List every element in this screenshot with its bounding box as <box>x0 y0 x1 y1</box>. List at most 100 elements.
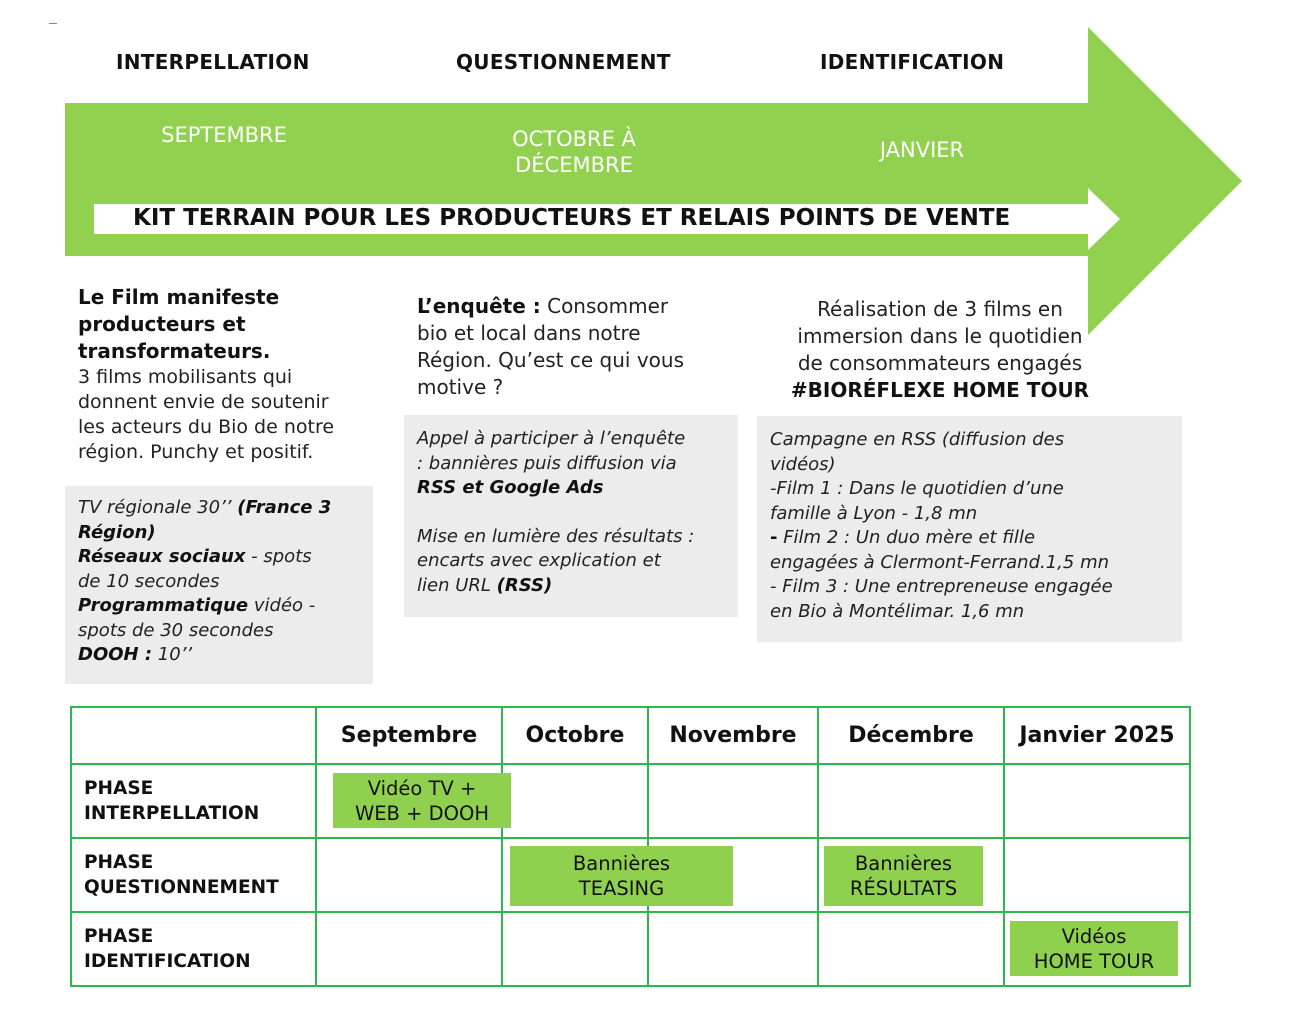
table-row: PHASE INTERPELLATION <box>70 763 1191 839</box>
body-line-2: bio et local dans notre <box>417 321 641 345</box>
column-3-text: Réalisation de 3 films en immersion dans… <box>760 296 1120 404</box>
table-cell <box>1003 837 1191 913</box>
grey-text: famille à Lyon - 1,8 mn <box>770 502 978 524</box>
item-line: Bannières <box>854 852 953 875</box>
grey-bold: Région) <box>78 521 156 543</box>
corner-mark <box>49 23 57 24</box>
grey-text: Mise en lumière des résultats : <box>417 525 695 547</box>
kit-terrain-label: KIT TERRAIN POUR LES PRODUCTEURS ET RELA… <box>133 205 1011 231</box>
kit-inner-arrow <box>94 188 1120 250</box>
body-line-3: de consommateurs engagés <box>797 351 1083 375</box>
grey-text: 10’’ <box>152 644 193 665</box>
phase-title-interpellation: INTERPELLATION <box>116 50 310 74</box>
month-line: OCTOBRE À <box>512 127 636 151</box>
month-octobre-decembre: OCTOBRE À DÉCEMBRE <box>474 126 674 178</box>
grey-bold: Réseaux sociaux <box>78 546 246 567</box>
table-cell <box>501 763 649 839</box>
grey-text: de 10 secondes <box>78 570 220 592</box>
heading-line-2: producteurs et <box>78 312 246 336</box>
body-line-1: Consommer <box>540 294 669 318</box>
row-label-identification: PHASE IDENTIFICATION <box>70 911 317 987</box>
month-header: Octobre <box>501 706 649 765</box>
body-line-3: les acteurs du Bio de notre <box>78 416 335 438</box>
body-line-1: Réalisation de 3 films en <box>817 297 1063 321</box>
enquete-heading: L’enquête : <box>417 294 541 318</box>
grey-text: spots de 30 secondes <box>78 619 274 641</box>
item-line: Vidéo TV + <box>367 776 477 800</box>
month-septembre: SEPTEMBRE <box>161 123 287 147</box>
grey-bold: - <box>770 527 778 548</box>
grey-text: -Film 1 : Dans le quotidien d’une <box>770 478 1064 499</box>
grey-text: - spots <box>245 546 312 567</box>
grey-text: lien URL <box>417 574 497 596</box>
body-line-1: 3 films mobilisants qui <box>78 366 293 388</box>
grey-text: : bannières puis diffusion via <box>417 452 677 474</box>
table-cell <box>315 837 503 913</box>
row-label-line: PHASE <box>84 778 154 799</box>
grey-text: - Film 3 : Une entrepreneuse engagée <box>770 576 1113 597</box>
grey-bold: DOOH : <box>78 644 153 665</box>
column-3-media-box: Campagne en RSS (diffusion des vidéos) -… <box>757 416 1182 642</box>
month-header: Décembre <box>817 706 1005 765</box>
grey-text: engagées à Clermont-Ferrand.1,5 mn <box>770 551 1110 573</box>
table-header-row: Septembre Octobre Novembre Décembre Janv… <box>70 706 1191 765</box>
row-label-line: IDENTIFICATION <box>84 951 251 972</box>
phase-title-questionnement: QUESTIONNEMENT <box>456 50 671 74</box>
grey-text: vidéo - <box>248 595 316 616</box>
arrow-shape <box>65 27 1242 335</box>
table-cell <box>501 911 649 987</box>
row-label-line: PHASE <box>84 852 154 873</box>
table-cell <box>817 763 1005 839</box>
column-1-media-box: TV régionale 30’’ (France 3 Région) Rése… <box>65 486 373 684</box>
timeline-arrow <box>65 27 1242 335</box>
grey-text: encarts avec explication et <box>417 550 661 571</box>
month-line: DÉCEMBRE <box>515 153 633 177</box>
spacer <box>417 501 738 525</box>
month-header: Septembre <box>315 706 503 765</box>
column-2-text: L’enquête : Consommer bio et local dans … <box>417 293 727 401</box>
row-label-interpellation: PHASE INTERPELLATION <box>70 763 317 839</box>
body-line-3: Région. Qu’est ce qui vous <box>417 348 684 372</box>
table-cell <box>1003 763 1191 839</box>
grey-text: TV régionale 30’’ <box>78 497 238 518</box>
body-line-2: immersion dans le quotidien <box>797 324 1083 348</box>
item-line: WEB + DOOH <box>354 801 490 825</box>
row-label-line: INTERPELLATION <box>84 803 260 824</box>
body-line-2: donnent envie de soutenir <box>78 391 329 413</box>
month-header: Janvier 2025 <box>1003 706 1191 765</box>
heading-line-3: transformateurs. <box>78 339 271 363</box>
item-line: RÉSULTATS <box>849 877 958 900</box>
table-cell <box>817 911 1005 987</box>
table-cell <box>647 763 819 839</box>
row-label-line: QUESTIONNEMENT <box>84 877 279 898</box>
column-2-media-box: Appel à participer à l’enquête : bannièr… <box>404 415 738 617</box>
grey-text: Film 2 : Un duo mère et fille <box>777 527 1036 548</box>
grey-text: Campagne en RSS (diffusion des <box>770 429 1065 450</box>
item-video-tv-web-dooh: Vidéo TV +WEB + DOOH <box>333 773 511 828</box>
heading-line: Le Film manifeste producteurs et transfo… <box>78 284 378 365</box>
table-cell <box>647 911 819 987</box>
table-cell <box>315 911 503 987</box>
grey-text: vidéos) <box>770 453 836 475</box>
grey-text: en Bio à Montélimar. 1,6 mn <box>770 600 1025 622</box>
grey-bold: (France 3 <box>237 497 332 518</box>
phase-title-identification: IDENTIFICATION <box>820 50 1005 74</box>
month-janvier: JANVIER <box>879 138 965 162</box>
item-line: TEASING <box>578 877 665 900</box>
month-header: Novembre <box>647 706 819 765</box>
item-line: Bannières <box>572 852 671 875</box>
grey-bold: RSS et Google Ads <box>417 477 604 498</box>
body-line-4: région. Punchy et positif. <box>78 441 314 463</box>
bioreflexe-heading: #BIORÉFLEXE HOME TOUR <box>790 378 1090 402</box>
body-line-4: motive ? <box>417 375 504 399</box>
grey-bold: Programmatique <box>78 595 249 616</box>
table-corner-cell <box>70 706 317 765</box>
heading-line-1: Le Film manifeste <box>78 285 280 309</box>
grey-bold: (RSS) <box>496 574 553 596</box>
column-1-text: Le Film manifeste producteurs et transfo… <box>78 284 378 465</box>
row-label-line: PHASE <box>84 926 154 947</box>
row-label-questionnement: PHASE QUESTIONNEMENT <box>70 837 317 913</box>
